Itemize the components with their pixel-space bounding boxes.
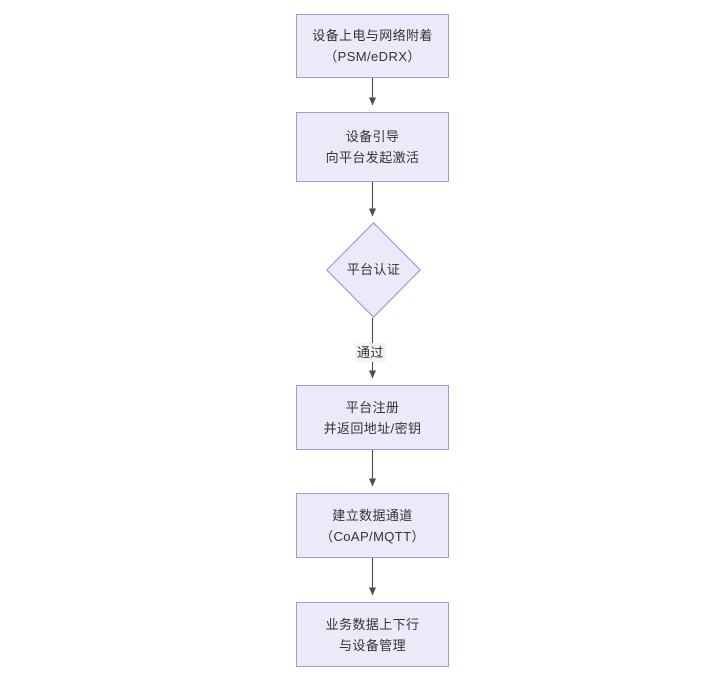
- node-platform-authentication[interactable]: 平台认证: [326, 222, 421, 318]
- node-label-line: 设备引导: [345, 129, 400, 144]
- node-label-line: （PSM/eDRX）: [324, 49, 421, 64]
- diamond-shape: [326, 222, 421, 318]
- node-platform-registration[interactable]: 平台注册 并返回地址/密钥: [296, 385, 449, 450]
- node-label-line: 平台认证: [346, 262, 401, 277]
- edge-label-pass: 通过: [355, 343, 386, 362]
- node-business-data-and-device-management[interactable]: 业务数据上下行 与设备管理: [296, 602, 449, 667]
- node-label-line: 并返回地址/密钥: [323, 420, 422, 436]
- node-label-line: 向平台发起激活: [325, 150, 420, 165]
- node-label-line: （CoAP/MQTT）: [320, 528, 425, 544]
- node-establish-data-channel[interactable]: 建立数据通道 （CoAP/MQTT）: [296, 493, 449, 558]
- node-label-line: 业务数据上下行: [325, 616, 420, 632]
- node-label-line: 平台注册: [345, 399, 400, 415]
- node-device-bootstrap[interactable]: 设备引导 向平台发起激活: [296, 112, 449, 182]
- node-device-power-on[interactable]: 设备上电与网络附着 （PSM/eDRX）: [296, 14, 449, 78]
- node-label-line: 与设备管理: [338, 637, 406, 653]
- node-label-line: 建立数据通道: [332, 507, 413, 523]
- node-label-line: 设备上电与网络附着: [312, 28, 433, 43]
